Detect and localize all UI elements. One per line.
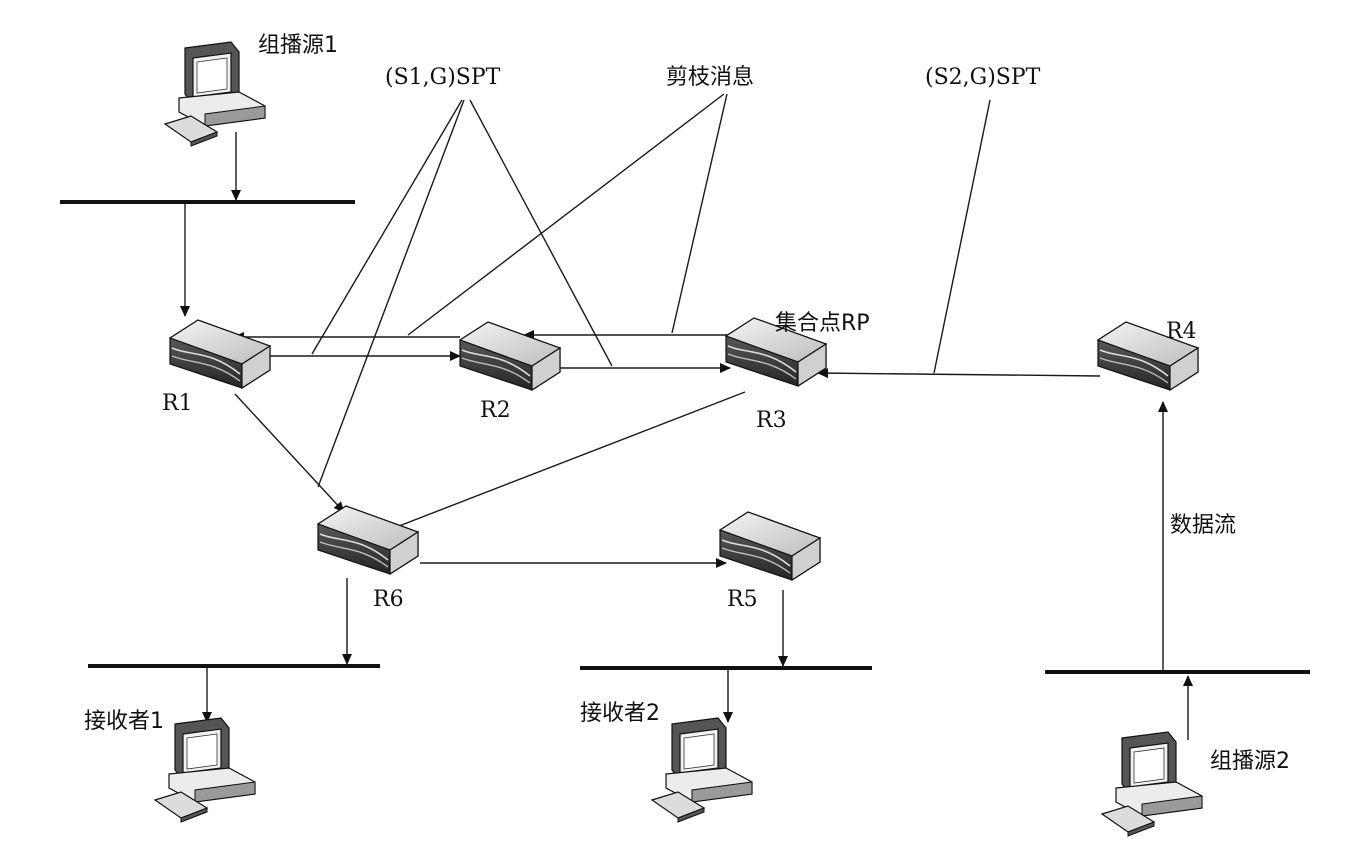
spt2-callout-line — [933, 99, 991, 374]
computer-icon-receiver1 — [154, 717, 256, 823]
data-r4-to-r3 — [817, 368, 1101, 379]
prune-callout-lines — [407, 93, 728, 336]
receiver1-label: 接收者1 — [84, 709, 164, 734]
receiver2-label: 接收者2 — [580, 701, 660, 726]
router-r2-label: R2 — [480, 398, 511, 423]
router-icon-r5 — [719, 511, 821, 581]
router-r1-label: R1 — [162, 391, 193, 416]
router-r5-label: R5 — [727, 587, 758, 612]
computer-icon-receiver2 — [651, 717, 753, 823]
computer-icon-source2 — [1101, 731, 1203, 837]
dataflow-label: 数据流 — [1170, 513, 1236, 538]
router-r4-label: R4 — [1166, 319, 1197, 344]
computer-icon-source1 — [164, 41, 266, 147]
router-r6-label: R6 — [373, 587, 404, 612]
router-r3-label: R3 — [756, 408, 787, 433]
router-icon-r6 — [317, 505, 419, 575]
spt1-label: (S1,G)SPT — [385, 65, 501, 90]
data-r1-to-r6 — [234, 393, 345, 513]
prune-label: 剪枝消息 — [666, 65, 754, 90]
spt2-label: (S2,G)SPT — [925, 65, 1041, 90]
data-r3-to-r6 — [367, 391, 746, 540]
router-icon-r1 — [169, 319, 271, 389]
rp-label: 集合点RP — [775, 311, 870, 336]
source1-label: 组播源1 — [258, 33, 338, 58]
router-icon-r2 — [459, 321, 561, 391]
source2-label: 组播源2 — [1210, 749, 1290, 774]
